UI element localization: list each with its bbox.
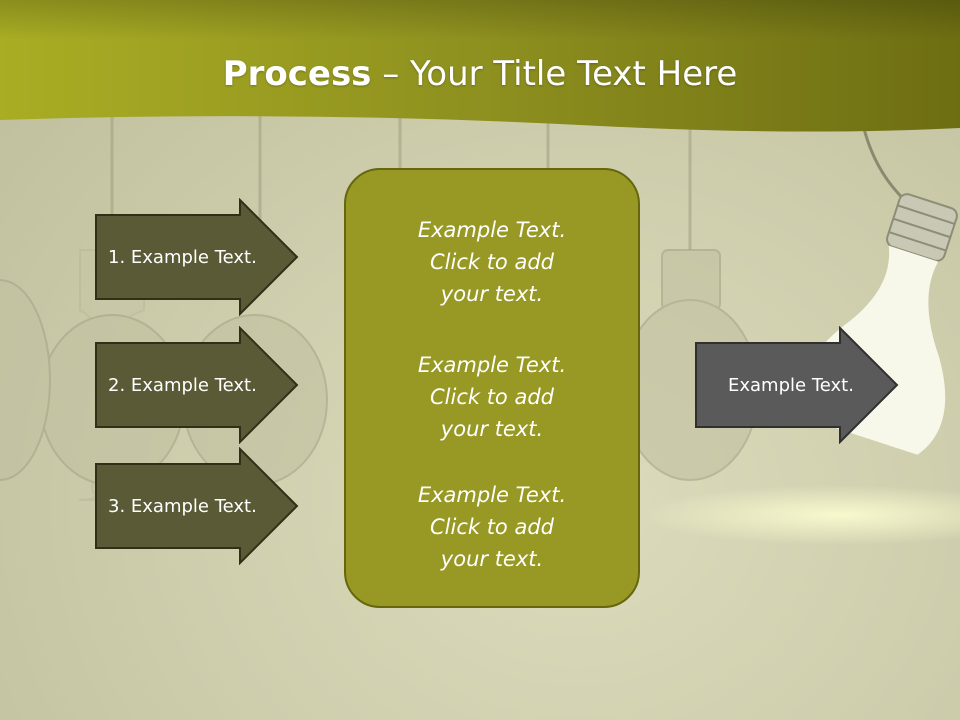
- center-line: Click to add: [429, 385, 554, 409]
- center-line: your text.: [440, 282, 544, 306]
- step-label: 3. Example Text.: [108, 495, 257, 517]
- page-title: Process – Your Title Text Here: [0, 52, 960, 96]
- step-arrow-1[interactable]: 1. Example Text.: [94, 198, 300, 316]
- center-line: Click to add: [429, 515, 554, 539]
- arrow-shape: [95, 198, 299, 316]
- title-bold: Process: [222, 54, 372, 94]
- center-line: your text.: [440, 417, 544, 441]
- step-label: 2. Example Text.: [108, 374, 257, 396]
- center-block-3: Example Text. Click to add your text.: [346, 479, 638, 575]
- step-arrow-3[interactable]: 3. Example Text.: [94, 447, 300, 565]
- step-label: 1. Example Text.: [108, 246, 257, 268]
- center-line: Example Text.: [417, 353, 567, 377]
- title-rest: – Your Title Text Here: [371, 54, 738, 94]
- arrow-shape: [95, 447, 299, 565]
- center-block-2: Example Text. Click to add your text.: [346, 349, 638, 445]
- center-line: Example Text.: [417, 483, 567, 507]
- output-arrow[interactable]: Example Text.: [694, 326, 900, 444]
- arrow-shape: [95, 326, 299, 444]
- step-arrow-2[interactable]: 2. Example Text.: [94, 326, 300, 444]
- center-line: Example Text.: [417, 218, 567, 242]
- output-label: Example Text.: [728, 374, 854, 396]
- center-line: your text.: [440, 547, 544, 571]
- center-text-box[interactable]: Example Text. Click to add your text. Ex…: [344, 168, 640, 608]
- arrow-shape: [695, 326, 899, 444]
- center-block-1: Example Text. Click to add your text.: [346, 214, 638, 310]
- center-line: Click to add: [429, 250, 554, 274]
